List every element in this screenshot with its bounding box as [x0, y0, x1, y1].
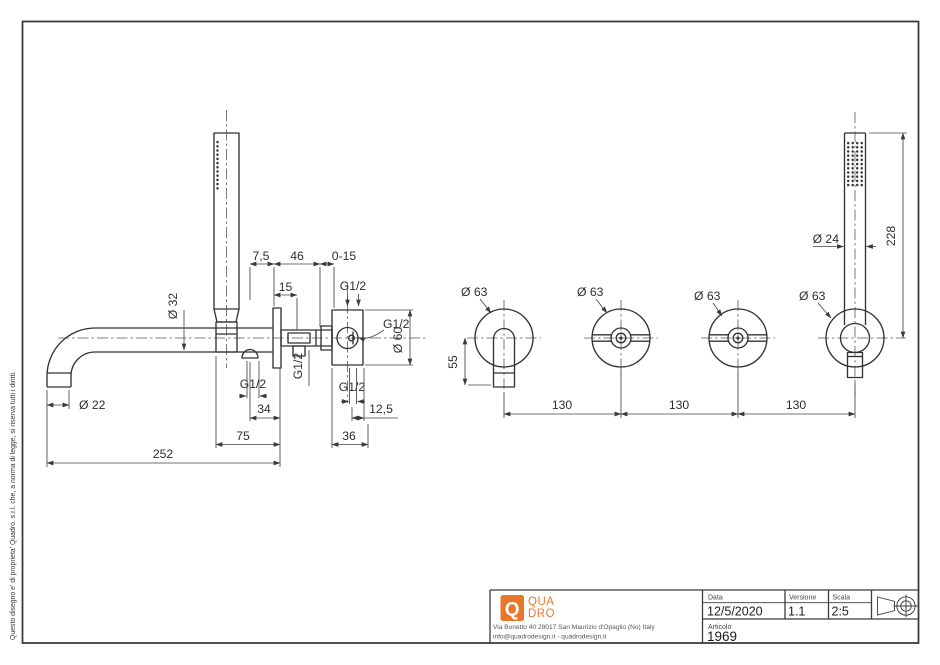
dim-label-7-5: 7,5: [253, 249, 270, 263]
spout-tip: [47, 372, 71, 388]
dim-label-46: 46: [290, 249, 304, 263]
data-value: 12/5/2020: [707, 605, 763, 619]
dim-label-12-5: 12,5: [369, 402, 393, 416]
escutcheon-spout: [474, 308, 534, 368]
ext-lines-36-75: [215, 356, 369, 467]
company-address: Via Bonetto 40 28017 San Maurizio d'Opag…: [493, 624, 655, 631]
escutcheon-handle-2: [708, 308, 768, 368]
side-view-drawing: 7,5 46 0-15 15 G1/2 Ø 32 Ø 22 G1/2 G1/2 …: [46, 110, 428, 467]
ext-lines-top: [249, 267, 335, 327]
leader-63-shower: [817, 302, 832, 319]
thread-label-top: G1/2: [340, 279, 367, 293]
logo-q: Q: [505, 600, 520, 621]
handshower-front: [839, 132, 871, 379]
dim-label-55: 55: [446, 355, 460, 369]
title-block-grid: [489, 589, 919, 643]
thread-label-holder: G1/2: [240, 377, 267, 391]
title-block: Q QUA DRO Via Bonetto 40 28017 San Mauri…: [489, 589, 919, 644]
versione-value: 1.1: [788, 605, 805, 619]
bottom-port-stub: [292, 345, 306, 357]
dim-label-15: 15: [279, 280, 293, 294]
dim-label-0-15: 0-15: [332, 249, 357, 263]
logo-text-line1: QUA: [528, 596, 554, 608]
handle-2-front: [709, 327, 767, 349]
versione-label: Versione: [789, 595, 816, 602]
thread-side-leader: [358, 329, 385, 342]
spout-outer-profile: [46, 327, 273, 387]
dim-label-130-3: 130: [786, 398, 807, 412]
holder-thread-ext: [246, 361, 260, 398]
data-label: Data: [708, 595, 723, 602]
spout-inner-profile: [70, 351, 273, 387]
spout-front: [492, 327, 516, 388]
dia-label-22: Ø 22: [79, 398, 106, 412]
ext-lines-22: [46, 390, 70, 467]
cartridge-circle: [336, 326, 359, 350]
dia-label-63-handle1: Ø 63: [577, 285, 604, 299]
dim-label-36: 36: [342, 429, 356, 443]
scala-value: 2:5: [832, 605, 849, 619]
thread-label-flange: G1/2: [291, 353, 305, 380]
handle-1-front: [592, 327, 650, 349]
escutcheon-handle-1: [591, 308, 651, 368]
dim-label-252: 252: [153, 447, 174, 461]
front-centerlines: [467, 112, 906, 398]
cartridge-screw: [348, 334, 355, 342]
company-contacts: info@quadrodesign.it - quadrodesign.it: [493, 634, 607, 641]
ext-lines-130: [503, 369, 856, 418]
front-view-drawing: Ø 63 Ø 63 Ø 63 Ø 63 55 130 130 130 Ø 24 …: [446, 112, 907, 418]
dim-label-130-1: 130: [552, 398, 573, 412]
leader-63-handle1: [595, 298, 608, 314]
dia-label-63-spout: Ø 63: [461, 285, 488, 299]
dia-label-63-handle2: Ø 63: [694, 289, 721, 303]
dia-label-63-shower: Ø 63: [799, 289, 826, 303]
copyright-margin-note: Questo disegno e' di proprieta' Quadro. …: [10, 371, 17, 640]
projection-symbol-icon: [877, 594, 919, 618]
scala-label: Scala: [833, 595, 851, 602]
shower-holder: [215, 321, 238, 353]
ext-lines-12-5: [351, 368, 365, 421]
connector-detail: [287, 332, 311, 344]
articolo-label: Articolo: [708, 624, 731, 631]
dia-label-24: Ø 24: [813, 232, 840, 246]
logo-mark: [500, 595, 524, 621]
quadro-logo: Q QUA DRO: [500, 595, 555, 621]
dia-label-60: Ø 60: [391, 327, 405, 354]
dim-label-75: 75: [236, 429, 250, 443]
leader-63-spout: [479, 298, 492, 314]
ext-lines-60: [365, 309, 413, 366]
holder-inlet-dome: [241, 348, 259, 359]
logo-text-line2: DRO: [528, 608, 555, 620]
escutcheon-shower: [825, 308, 885, 368]
dia-label-32: Ø 32: [166, 293, 180, 320]
dim-label-34: 34: [257, 402, 271, 416]
leader-63-handle2: [712, 302, 723, 317]
articolo-value: 1969: [707, 629, 737, 644]
valve-port-ext: [349, 368, 357, 404]
dim-label-130-2: 130: [669, 398, 690, 412]
dim-label-228: 228: [884, 226, 898, 247]
drawing-border: [21, 20, 920, 644]
thread-label-side: G1/2: [383, 317, 410, 331]
thread-label-bottom: G1/2: [339, 380, 366, 394]
